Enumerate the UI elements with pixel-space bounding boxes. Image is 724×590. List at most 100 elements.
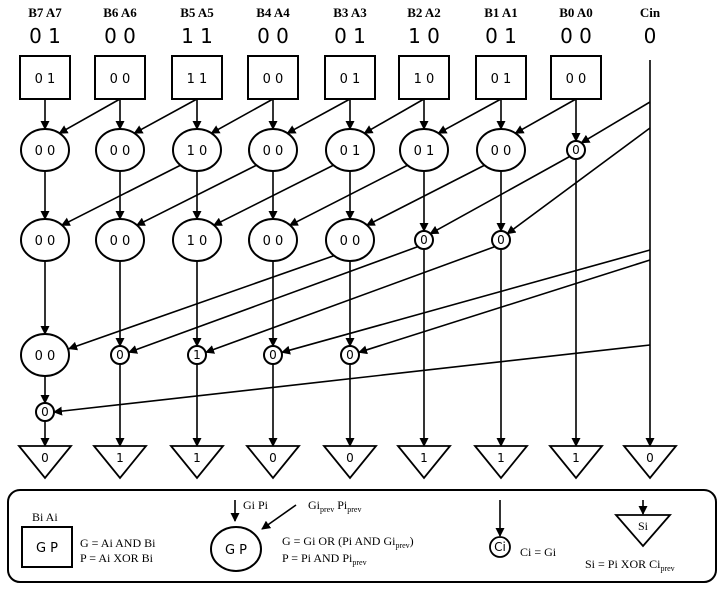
legend-gp-box — [21, 526, 73, 568]
col-1-input-bits: 0 1 — [485, 24, 517, 48]
legend-gp-circle — [210, 526, 262, 572]
node-1-l1-value: 0 0 — [491, 144, 512, 159]
legend: Bi Ai G P G = Ai AND Bi P = Ai XOR Bi Gi… — [7, 489, 717, 583]
legend-ci-circle-label: Ci — [494, 540, 506, 554]
wires — [40, 60, 655, 447]
gp-circle-6-l1 — [95, 128, 145, 172]
col-4-input-bits: 0 0 — [257, 24, 289, 48]
gp-circle-1-l1 — [476, 128, 526, 172]
legend-circle-input-current: Gi Pi — [243, 498, 269, 512]
diag-l1-to-col-1 — [514, 98, 577, 134]
gp-circle-4-l1 — [248, 128, 298, 172]
gp-box-1-value: 0 1 — [491, 72, 512, 87]
sum-0-value: 1 — [572, 451, 580, 465]
diag-l2-to-col-4 — [288, 159, 418, 227]
gp-box-5-value: 1 1 — [187, 72, 208, 87]
legend-circle-eq-g: G = Gi OR (Pi AND Giprev) — [282, 534, 414, 550]
legend-circle-prev-arrow — [261, 504, 297, 530]
diag-l2-to-col-6 — [135, 159, 267, 227]
diag-l1-to-col-0 — [580, 101, 651, 144]
gp-circle-6-l2 — [95, 218, 145, 262]
gp-box-7-value: 0 1 — [35, 72, 56, 87]
carry-circle-2-l2 — [414, 230, 434, 250]
diag-l2-to-col-2 — [429, 153, 574, 235]
diag-l3-to-col-5 — [205, 244, 499, 354]
node-5-l2-value: 1 0 — [187, 234, 208, 249]
sum-3-triangle — [322, 445, 378, 480]
legend-gp-circle-label: G P — [225, 543, 247, 558]
gp-box-3 — [324, 55, 376, 100]
carry-circle-7-l4 — [35, 402, 55, 422]
gp-box-2 — [398, 55, 450, 100]
gp-box-1 — [475, 55, 527, 100]
diag-l2-to-col-3 — [365, 159, 495, 227]
diag-l3-to-col-7 — [68, 251, 344, 351]
col-2-header: B2 A2 — [407, 5, 441, 20]
diag-l2-to-col-1 — [506, 127, 651, 235]
col-2-input-bits: 1 0 — [408, 24, 440, 48]
legend-small-eq: Ci = Gi — [520, 545, 557, 559]
sum-4-value: 0 — [269, 451, 277, 465]
legend-circle-input-prev: Giprev Piprev — [308, 498, 361, 514]
cin-header: Cin — [640, 5, 661, 20]
gp-box-4 — [247, 55, 299, 100]
gp-circle-7-l2 — [20, 218, 70, 262]
col-5-header: B5 A5 — [180, 5, 214, 20]
node-7-l1-value: 0 0 — [35, 144, 56, 159]
diag-l1-to-col-6 — [133, 98, 198, 134]
node-5-l3-value: 1 — [193, 348, 201, 362]
legend-ci-circle — [489, 536, 511, 558]
sum-2-value: 1 — [420, 451, 428, 465]
diag-l1-to-col-7 — [58, 98, 121, 134]
node-4-l1-value: 0 0 — [263, 144, 284, 159]
node-7-l4-value: 0 — [41, 405, 49, 419]
sum-7-triangle — [17, 445, 73, 480]
col-5-input-bits: 1 1 — [181, 24, 213, 48]
node-6-l1-value: 0 0 — [110, 144, 131, 159]
diag-l3-to-col-6 — [128, 244, 422, 354]
diag-l2-to-col-5 — [212, 159, 344, 227]
nodes: B7 A70 10 1B6 A60 00 0B5 A51 11 1B4 A40 … — [17, 5, 678, 480]
col-6-header: B6 A6 — [103, 5, 137, 20]
diag-l1-to-col-5 — [210, 98, 274, 134]
legend-tri-eq: Si = Pi XOR Ciprev — [585, 557, 675, 573]
gp-box-0 — [550, 55, 602, 100]
gp-box-4-value: 0 0 — [263, 72, 284, 87]
sum-0-triangle — [548, 445, 604, 480]
sum-1-triangle — [473, 445, 529, 480]
carry-circle-4-l3 — [263, 345, 283, 365]
legend-box-eq-g: G = Ai AND Bi — [80, 536, 156, 550]
legend-gp-box-label: G P — [36, 541, 58, 556]
sum-5-triangle — [169, 445, 225, 480]
node-7-l3-value: 0 0 — [35, 349, 56, 364]
node-7-l2-value: 0 0 — [35, 234, 56, 249]
gp-box-2-value: 1 0 — [414, 72, 435, 87]
node-4-l2-value: 0 0 — [263, 234, 284, 249]
diag-l1-to-col-2 — [437, 98, 502, 134]
diag-l2-to-col-7 — [60, 159, 191, 227]
col-3-header: B3 A3 — [333, 5, 367, 20]
gp-circle-3-l2 — [325, 218, 375, 262]
gp-box-6 — [94, 55, 146, 100]
legend-circle-eq-p: P = Pi AND Piprev — [282, 551, 367, 567]
sum-6-triangle — [92, 445, 148, 480]
sum-cin-triangle — [622, 445, 678, 480]
col-7-input-bits: 0 1 — [29, 24, 61, 48]
gp-box-3-value: 0 1 — [340, 72, 361, 87]
gp-box-5 — [171, 55, 223, 100]
col-0-input-bits: 0 0 — [560, 24, 592, 48]
gp-circle-2-l1 — [399, 128, 449, 172]
gp-box-0-value: 0 0 — [566, 72, 587, 87]
diag-l3-to-col-3 — [358, 259, 651, 355]
gp-circle-5-l2 — [172, 218, 222, 262]
node-3-l3-value: 0 — [346, 348, 354, 362]
legend-sum-triangle-label: Si — [638, 519, 649, 533]
sum-1-value: 1 — [497, 451, 505, 465]
sum-cin-value: 0 — [646, 451, 654, 465]
carry-circle-5-l3 — [187, 345, 207, 365]
gp-circle-3-l1 — [325, 128, 375, 172]
col-7-header: B7 A7 — [28, 5, 62, 20]
node-6-l3-value: 0 — [116, 348, 124, 362]
diag-l3-to-col-4 — [281, 249, 651, 355]
